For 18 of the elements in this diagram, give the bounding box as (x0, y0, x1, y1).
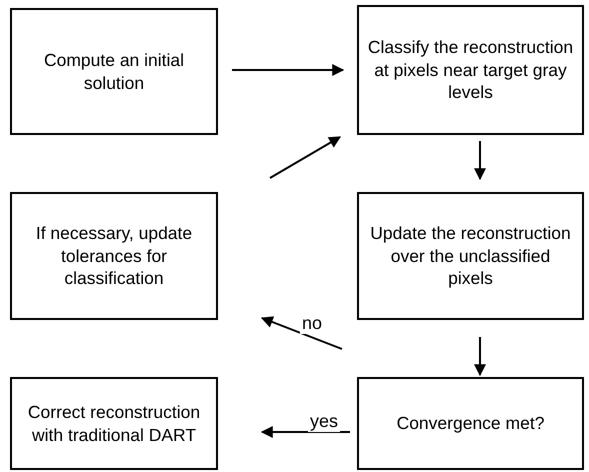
process-box (10, 377, 218, 470)
arrow (474, 337, 486, 376)
box-text: Update the reconstruction over the unclassified pixels (369, 222, 572, 290)
process-box (10, 8, 218, 135)
process-box (10, 192, 218, 320)
box-text: If necessary, update tolerances for classification (34, 222, 194, 290)
process-box (357, 192, 584, 320)
arrow (474, 141, 486, 180)
arrow (232, 64, 344, 76)
box-text: Compute an initial solution (42, 48, 186, 94)
box-text: Convergence met? (396, 412, 544, 435)
box-text: Correct reconstruction with traditional DART (26, 400, 202, 446)
arrow (270, 136, 342, 179)
process-box (357, 377, 584, 470)
arrow (260, 426, 350, 438)
process-box (357, 5, 584, 135)
box-text: Classify the reconstruction at pixels near target gray levels (367, 36, 574, 104)
arrow (260, 316, 342, 350)
